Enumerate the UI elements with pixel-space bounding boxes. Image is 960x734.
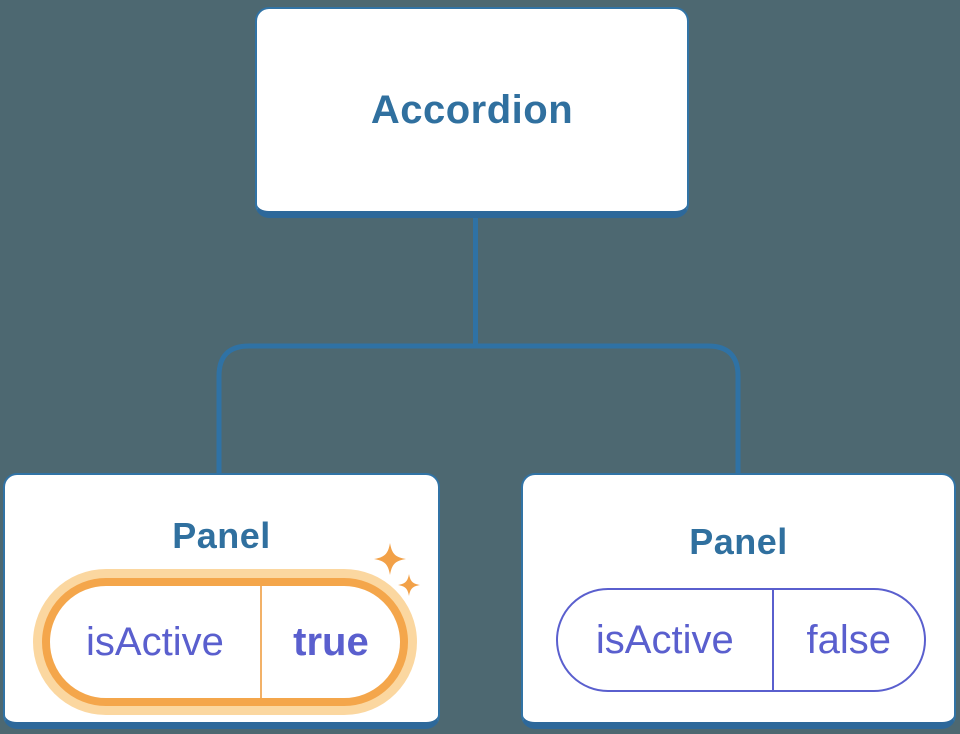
state-pill-inactive: isActive false — [556, 588, 926, 692]
state-name-label: isActive — [86, 619, 224, 664]
accordion-node-label: Accordion — [370, 87, 574, 132]
state-value-label: false — [771, 590, 924, 690]
panel-node-inactive: Panel isActive false — [521, 473, 956, 729]
panel-title: Panel — [172, 515, 271, 556]
state-pill-active: isActive true — [42, 578, 408, 706]
panel-node-active: Panel isActive true — [3, 473, 440, 729]
state-value-label: true — [259, 586, 400, 698]
connector-branch — [216, 343, 741, 474]
accordion-node: Accordion — [255, 7, 689, 218]
panel-title: Panel — [689, 521, 788, 562]
state-name-label: isActive — [595, 617, 734, 662]
